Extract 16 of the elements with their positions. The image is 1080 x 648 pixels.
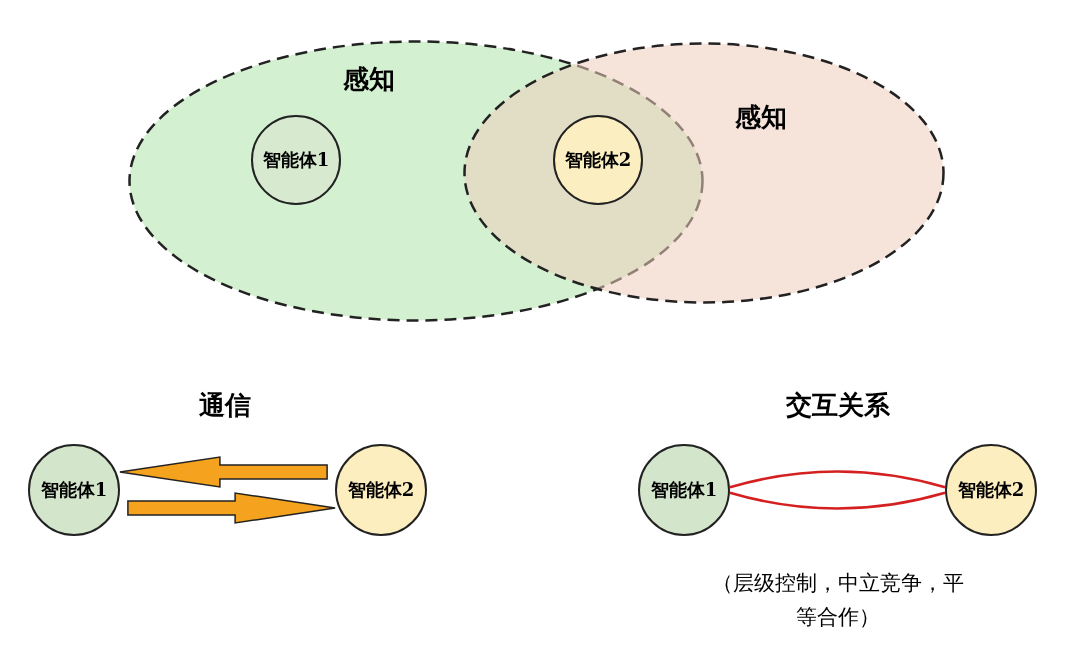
connector-line	[729, 470, 946, 489]
section-heading: 通信	[198, 389, 252, 422]
connector-line	[729, 491, 946, 510]
region-title: 感知	[735, 101, 787, 134]
agent-circle: 智能体1	[251, 115, 341, 205]
agent-circle: 智能体2	[335, 444, 427, 536]
ellipse-region	[463, 42, 945, 304]
section-heading: 交互关系	[785, 389, 891, 422]
agent-circle: 智能体1	[28, 444, 120, 536]
agent-circle: 智能体2	[945, 444, 1037, 536]
note-text: （层级控制，中立竞争，平等合作）	[712, 570, 964, 631]
region-title: 感知	[343, 63, 395, 96]
agent-circle: 智能体1	[638, 444, 730, 536]
block-arrow	[119, 456, 328, 488]
block-arrow	[127, 492, 336, 524]
agent-circle: 智能体2	[553, 115, 643, 205]
